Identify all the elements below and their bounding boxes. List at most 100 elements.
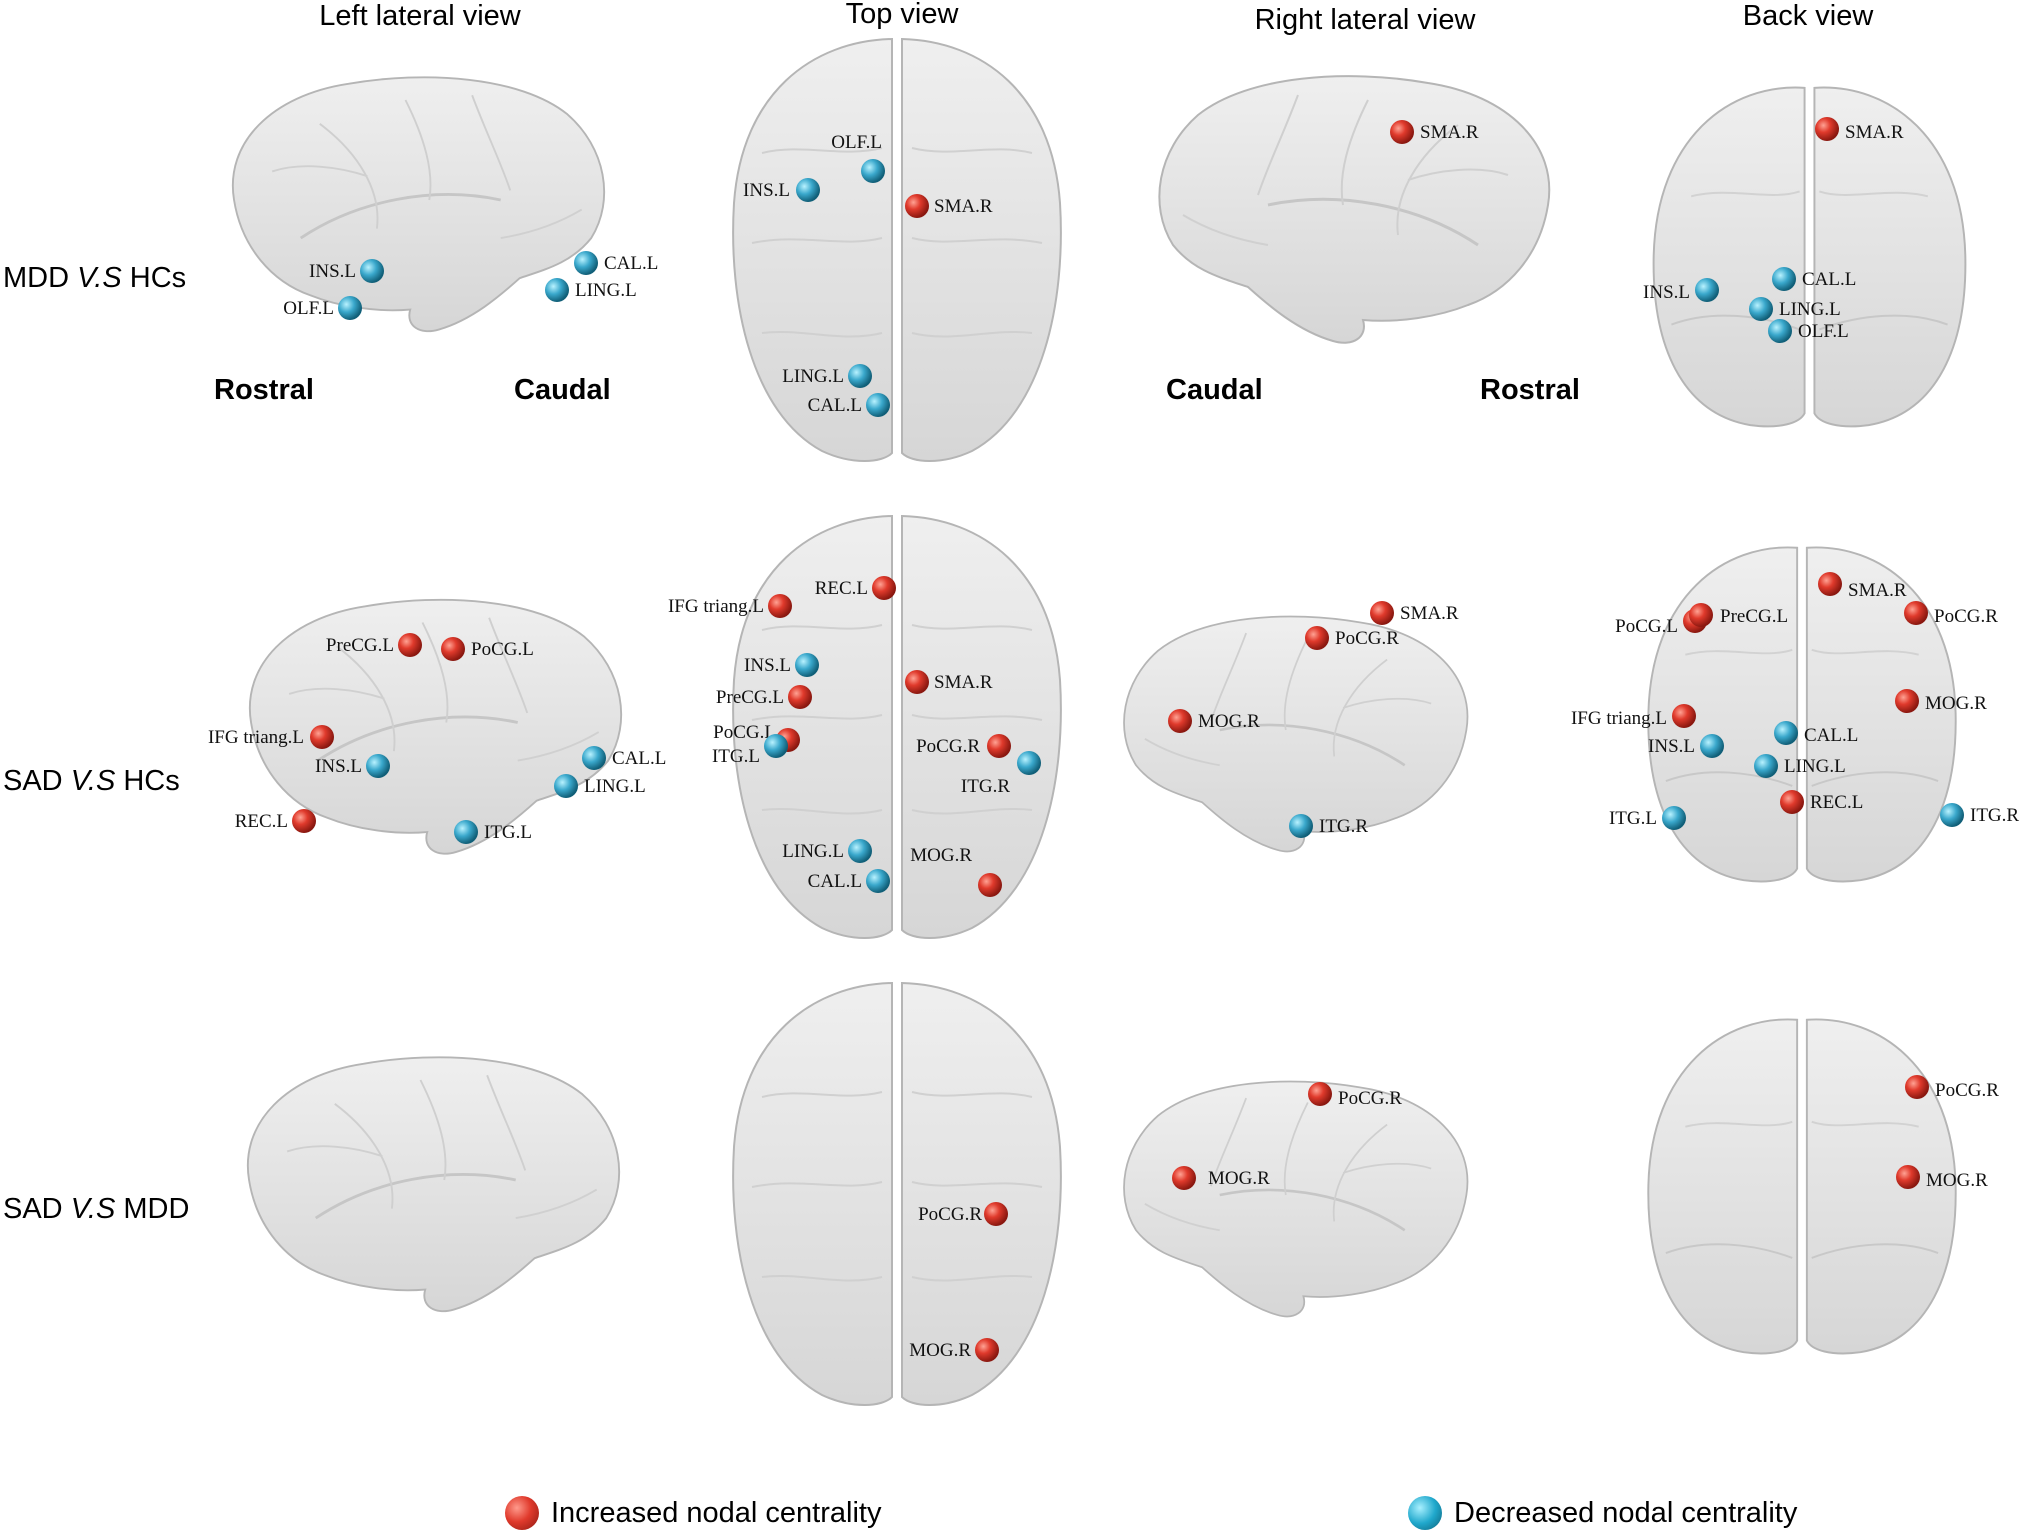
r2-left-label-ins-l: INS.L: [315, 756, 362, 777]
header-right-lateral-view: Right lateral view: [1254, 4, 1476, 36]
r1-left-node-cal-l: [574, 251, 598, 275]
r2-top-node-itg-r: [1017, 751, 1041, 775]
r1-right-node-sma-r: [1390, 120, 1414, 144]
r2-top-label-itg-l: ITG.L: [712, 746, 760, 767]
row3-left-lateral-brain: [246, 1055, 621, 1313]
r1-back-node-cal-l: [1772, 267, 1796, 291]
header-back-view: Back view: [1742, 0, 1874, 32]
row-label-sad-vs-mdd: SAD V.S MDD: [3, 1193, 189, 1226]
decreased-node-icon: [1408, 1496, 1442, 1530]
r2-top-node-itg-l: [764, 734, 788, 758]
row3-vs: V.S: [70, 1193, 116, 1225]
r3-right-node-mog-r: [1172, 1166, 1196, 1190]
r1-back-node-ins-l: [1695, 278, 1719, 302]
row3-top-brain: [732, 981, 1062, 1407]
r2-back-node-ling-l: [1754, 754, 1778, 778]
r2-back-node-pocg-r: [1904, 601, 1928, 625]
r1-back-label-ling-l: LING.L: [1779, 299, 1841, 320]
r2-top-label-sma-r: SMA.R: [934, 672, 993, 693]
r2-top-label-rec-l: REC.L: [815, 578, 868, 599]
r2-top-node-ifg-triang-l: [768, 594, 792, 618]
r2-back-label-mog-r: MOG.R: [1925, 693, 1987, 714]
r3-back-node-pocg-r: [1905, 1075, 1929, 1099]
legend-decreased: Decreased nodal centrality: [1408, 1496, 1797, 1530]
r2-left-node-cal-l: [582, 746, 606, 770]
r2-left-node-ling-l: [554, 774, 578, 798]
orient-right-caudal: Caudal: [1166, 374, 1263, 406]
r1-top-label-olf-l: OLF.L: [831, 132, 882, 153]
r2-left-node-precg-l: [398, 633, 422, 657]
r1-left-label-cal-l: CAL.L: [604, 253, 658, 274]
r2-left-node-itg-l: [454, 820, 478, 844]
r3-top-node-mog-r: [975, 1338, 999, 1362]
r1-top-node-sma-r: [905, 194, 929, 218]
r2-right-node-mog-r: [1168, 709, 1192, 733]
r2-back-label-itg-l: ITG.L: [1609, 808, 1657, 829]
orient-left-rostral: Rostral: [214, 374, 314, 406]
row3-right-lateral-brain: [1122, 1079, 1470, 1319]
r1-back-label-sma-r: SMA.R: [1845, 122, 1904, 143]
r1-back-label-cal-l: CAL.L: [1802, 269, 1856, 290]
r2-top-node-cal-l: [866, 869, 890, 893]
legend-increased: Increased nodal centrality: [505, 1496, 881, 1530]
r3-back-label-pocg-r: PoCG.R: [1935, 1080, 1999, 1101]
r1-top-node-ins-l: [796, 178, 820, 202]
r2-back-node-ifg-triang-l: [1672, 704, 1696, 728]
r3-top-node-pocg-r: [984, 1202, 1008, 1226]
r1-left-node-olf-l: [338, 296, 362, 320]
node-layer: INS.L OLF.L CAL.L LING.L OLF.L INS.L SMA.R LING…: [208, 117, 2019, 1362]
row2-top-brain: [732, 514, 1062, 940]
r1-top-label-ins-l: INS.L: [743, 180, 790, 201]
r2-right-label-itg-r: ITG.R: [1319, 816, 1368, 837]
header-top-view: Top view: [845, 0, 959, 30]
row1-vs: V.S: [77, 262, 122, 294]
r1-top-node-ling-l: [848, 364, 872, 388]
r2-back-node-precg-l: [1689, 603, 1713, 627]
r2-back-label-rec-l: REC.L: [1810, 792, 1863, 813]
r2-left-label-ling-l: LING.L: [584, 776, 646, 797]
r2-top-node-ling-l: [848, 839, 872, 863]
row1-group-b: HCs: [129, 262, 187, 294]
r2-top-label-pocg-l: PoCG.L: [713, 722, 776, 743]
r1-back-node-ling-l: [1749, 297, 1773, 321]
r1-back-node-olf-l: [1768, 319, 1792, 343]
r1-back-node-sma-r: [1815, 117, 1839, 141]
r2-back-node-mog-r: [1895, 689, 1919, 713]
r2-left-node-ifg-triang-l: [310, 725, 334, 749]
r1-top-node-olf-l: [861, 159, 885, 183]
r2-top-label-ins-l: INS.L: [744, 655, 791, 676]
r2-right-label-mog-r: MOG.R: [1198, 711, 1260, 732]
row3-group-b: MDD: [123, 1193, 190, 1225]
r2-back-label-ins-l: INS.L: [1648, 736, 1695, 757]
row-label-sad-vs-hcs: SAD V.S HCs: [3, 765, 180, 798]
r2-right-node-sma-r: [1370, 601, 1394, 625]
r2-back-label-ifg-triang-l: IFG triang.L: [1571, 708, 1667, 729]
orient-right-rostral: Rostral: [1480, 374, 1580, 406]
r3-right-label-mog-r: MOG.R: [1208, 1168, 1270, 1189]
r2-top-node-rec-l: [872, 576, 896, 600]
r2-left-node-rec-l: [292, 809, 316, 833]
r1-top-label-ling-l: LING.L: [782, 366, 844, 387]
row3-group-a: SAD: [3, 1193, 63, 1225]
r1-left-label-ins-l: INS.L: [309, 261, 356, 282]
r2-back-label-itg-r: ITG.R: [1970, 805, 2019, 826]
r3-back-node-mog-r: [1896, 1165, 1920, 1189]
row2-group-b: HCs: [123, 765, 180, 797]
r2-back-label-precg-l: PreCG.L: [1720, 606, 1788, 627]
increased-node-icon: [505, 1496, 539, 1530]
r2-top-node-ins-l: [795, 653, 819, 677]
r2-left-label-rec-l: REC.L: [235, 811, 288, 832]
r2-back-label-cal-l: CAL.L: [1804, 725, 1858, 746]
r2-right-label-sma-r: SMA.R: [1400, 603, 1459, 624]
r1-left-label-olf-l: OLF.L: [283, 298, 334, 319]
r3-top-label-mog-r: MOG.R: [909, 1340, 971, 1361]
r3-top-label-pocg-r: PoCG.R: [918, 1204, 982, 1225]
r2-right-node-pocg-r: [1305, 626, 1329, 650]
r2-back-node-ins-l: [1700, 734, 1724, 758]
r2-top-node-sma-r: [905, 670, 929, 694]
r1-right-label-sma-r: SMA.R: [1420, 122, 1479, 143]
r2-back-node-itg-r: [1940, 803, 1964, 827]
r2-top-label-precg-l: PreCG.L: [716, 687, 784, 708]
r2-back-node-sma-r: [1818, 572, 1842, 596]
